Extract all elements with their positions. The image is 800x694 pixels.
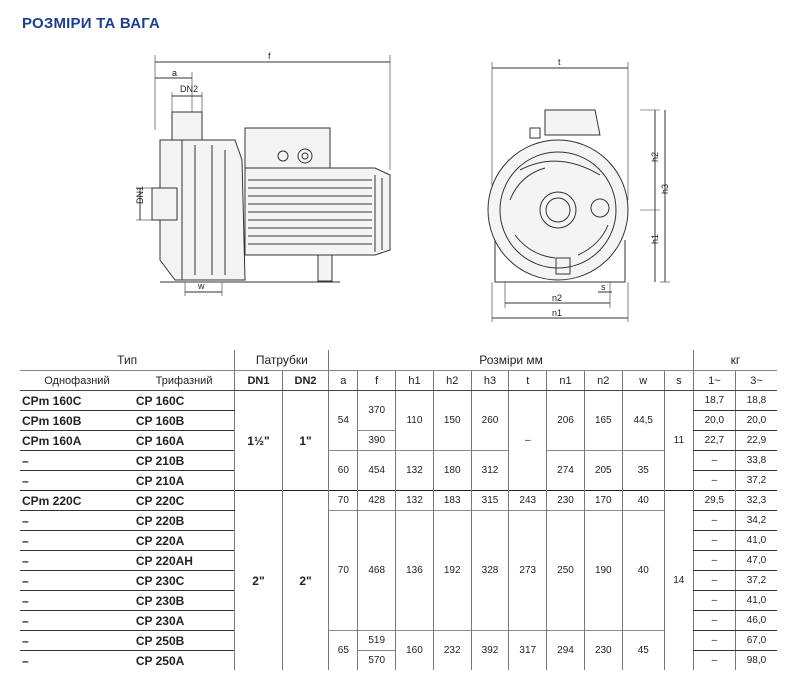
- dim-label-s: s: [601, 282, 606, 292]
- page-title: РОЗМІРИ ТА ВАГА: [22, 15, 161, 32]
- hdr-kg1: 1~: [692, 370, 736, 391]
- table-row: – CP 220AH – 47,0: [20, 550, 777, 571]
- dim-label-dn2: DN2: [180, 84, 198, 94]
- table-row: CPm 220C CP 220C 2" 2" 70 428 132 183 31…: [20, 490, 777, 670]
- dim-label-n2: n2: [552, 293, 562, 303]
- pump-dimension-drawing: a DN2 f DN1 w t h2 h3 h1 s n2 n1: [135, 51, 670, 322]
- hdr-odnofaz: Однофазний: [20, 370, 134, 391]
- hdr-n2: n2: [583, 370, 623, 391]
- hdr-tip: Тип: [20, 350, 235, 371]
- hdr-n1: n1: [546, 370, 585, 391]
- table-row: – CP 220B 70 468 136 192 328 273 250 190…: [20, 510, 777, 631]
- table-row: – CP 220A – 41,0: [20, 530, 777, 551]
- table-row: – CP 250B 65 519 160 232 392 317 294 230…: [20, 630, 777, 670]
- hdr-kg: кг: [692, 350, 777, 371]
- dim-label-f: f: [268, 51, 271, 61]
- table-row: CPm 160A CP 160A 390 22,7 22,9: [20, 430, 777, 451]
- table-row: CPm 160C CP 160C 1½" 1" 54 370 110 150 2…: [20, 390, 777, 491]
- table-row: – CP 230C – 37,2: [20, 570, 777, 591]
- table-row: – CP 230B – 41,0: [20, 590, 777, 611]
- table-row: – CP 210A – 37,2: [20, 470, 777, 491]
- hdr-patrubky: Патрубки: [234, 350, 329, 371]
- hdr-h2: h2: [432, 370, 472, 391]
- table-row: CPm 160B CP 160B 20,0 20,0: [20, 410, 777, 431]
- dim-label-h1: h1: [650, 234, 660, 244]
- hdr-w: w: [621, 370, 665, 391]
- table-row: – CP 210B 60 454 132 180 312 274 205 35 …: [20, 450, 777, 491]
- dim-label-t: t: [558, 57, 561, 67]
- dim-label-n1: n1: [552, 308, 562, 318]
- hdr-s: s: [663, 370, 694, 391]
- table-row: – CP 250A 570 – 98,0: [20, 650, 777, 670]
- hdr-kg3: 3~: [734, 370, 777, 391]
- dim-label-h3: h3: [660, 184, 670, 194]
- hdr-h1: h1: [395, 370, 434, 391]
- hdr-f: f: [357, 370, 396, 391]
- hdr-h3: h3: [470, 370, 509, 391]
- hdr-rozmiry: Розміри мм: [328, 350, 694, 371]
- dim-label-dn1: DN1: [135, 186, 145, 204]
- dim-label-w: w: [197, 281, 205, 291]
- hdr-dn1: DN1: [234, 370, 283, 391]
- hdr-dn2: DN2: [281, 370, 329, 391]
- dim-label-a: a: [172, 68, 177, 78]
- hdr-t: t: [508, 370, 547, 391]
- dim-label-h2: h2: [650, 152, 660, 162]
- hdr-a: a: [328, 370, 358, 391]
- spec-table: Тип Патрубки Розміри мм кг Однофазний Тр…: [20, 350, 777, 670]
- table-row: – CP 230A – 46,0: [20, 610, 777, 631]
- hdr-tryfaz: Трифазний: [133, 370, 235, 391]
